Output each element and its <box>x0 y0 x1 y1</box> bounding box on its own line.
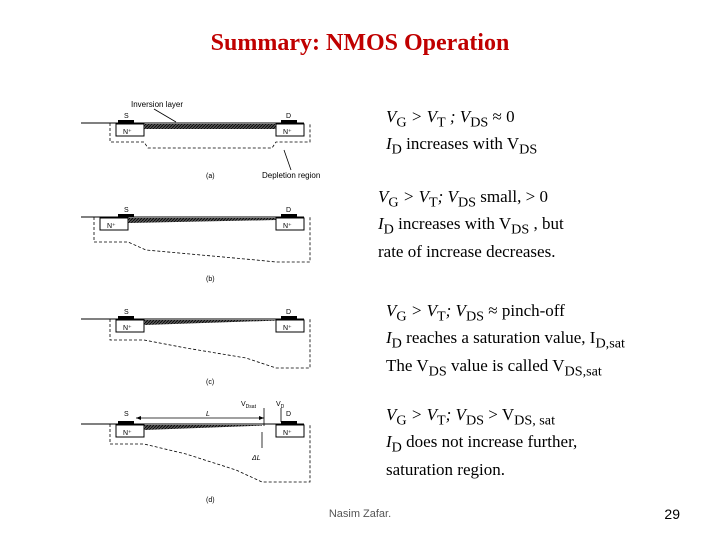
depletion-region-label: Depletion region <box>262 171 320 180</box>
drain-nplus-d <box>275 424 305 438</box>
nplus-drain-label-d: N⁺ <box>283 430 292 437</box>
drain-nplus-a <box>275 123 305 137</box>
nplus-source-label-d: N⁺ <box>123 430 132 437</box>
drain-label-b: D <box>286 207 291 214</box>
inversion-channel-d <box>144 425 262 430</box>
source-label-a: S <box>124 113 129 120</box>
nplus-drain-label-a: N⁺ <box>283 129 292 136</box>
description-c-line2: ID reaches a saturation value, ID,sat <box>386 328 625 352</box>
delta-l-label: ΔL <box>251 455 261 462</box>
source-nplus-c <box>115 319 145 333</box>
drain-nplus-c <box>275 319 305 333</box>
drain-contact-c <box>281 316 297 319</box>
nplus-drain-label-c: N⁺ <box>283 325 292 332</box>
drain-nplus-b <box>275 217 305 231</box>
source-contact-b <box>118 214 134 217</box>
description-a-line2: ID increases with VDS <box>386 134 538 158</box>
nplus-source-label-c: N⁺ <box>123 325 132 332</box>
drain-contact-a <box>281 120 297 123</box>
channel-length-arrowhead-right <box>259 416 264 420</box>
panel-label-d: (d) <box>206 497 215 504</box>
description-c: VG > VT; VDS ≈ pinch-off ID reaches a sa… <box>386 300 625 382</box>
description-a-line1: VG > VT ; VDS ≈ 0 <box>386 107 515 131</box>
vdsat-label: VDsat <box>241 401 257 410</box>
description-c-line3: The VDS value is called VDS,sat <box>386 355 602 380</box>
inversion-channel-a <box>144 124 276 129</box>
source-label-b: S <box>124 207 129 214</box>
author-footer: Nasim Zafar. <box>328 508 392 520</box>
drain-label-c: D <box>286 309 291 316</box>
drain-contact-b <box>281 214 297 217</box>
source-contact-c <box>118 316 134 319</box>
source-nplus-b <box>99 217 129 231</box>
source-nplus-d <box>115 424 145 438</box>
source-label-c: S <box>124 309 129 316</box>
panel-d: VDsat VD L S D N⁺ N⁺ ΔL (d) <box>81 401 311 504</box>
description-b: VG > VT; VDS small, > 0 ID increases wit… <box>378 186 564 262</box>
description-d-line1: VG > VT; VDS > VDS, sat <box>386 405 556 429</box>
nplus-source-label-a: N⁺ <box>123 129 132 136</box>
description-b-line1: VG > VT; VDS small, > 0 <box>378 187 548 211</box>
panel-b: S D N⁺ N⁺ (b) <box>81 207 311 283</box>
drain-label-d: D <box>286 411 291 418</box>
nmos-diagrams-svg: Inversion layer S D N⁺ N⁺ (a) Depletion … <box>81 100 320 504</box>
description-b-line2: ID increases with VDS , but <box>378 214 564 238</box>
panel-label-a: (a) <box>206 173 215 180</box>
description-b-line3: rate of increase decreases. <box>378 241 556 261</box>
page-title: Summary: NMOS Operation <box>210 30 510 56</box>
description-d: VG > VT; VDS > VDS, sat ID does not incr… <box>386 404 577 480</box>
description-d-line3: saturation region. <box>386 459 505 479</box>
panel-label-b: (b) <box>206 276 215 283</box>
depletion-region-arrow <box>283 149 292 171</box>
description-c-line1: VG > VT; VDS ≈ pinch-off <box>386 301 565 325</box>
nplus-drain-label-b: N⁺ <box>283 223 292 230</box>
vd-label: VD <box>276 401 285 410</box>
nplus-source-label-b: N⁺ <box>107 223 116 230</box>
depletion-boundary-a <box>109 123 311 149</box>
channel-length-arrowhead-left <box>136 416 141 420</box>
depletion-boundary-d <box>109 424 311 483</box>
description-d-line2: ID does not increase further, <box>386 432 578 456</box>
panel-c: S D N⁺ N⁺ (c) <box>81 309 311 386</box>
drain-label-a: D <box>286 113 291 120</box>
source-nplus-a <box>115 123 145 137</box>
inversion-channel-b <box>128 218 276 223</box>
inversion-channel-c <box>144 320 276 325</box>
panel-a: Inversion layer S D N⁺ N⁺ (a) Depletion … <box>81 100 320 180</box>
channel-length-label: L <box>206 411 210 418</box>
depletion-boundary-c <box>109 319 311 369</box>
inversion-layer-label: Inversion layer <box>131 100 183 109</box>
drain-contact-d <box>281 421 297 424</box>
nmos-cross-section-figure: Inversion layer S D N⁺ N⁺ (a) Depletion … <box>76 92 376 512</box>
page-number: 29 <box>664 506 680 522</box>
inversion-layer-arrow <box>153 108 177 123</box>
panel-label-c: (c) <box>206 379 214 386</box>
source-contact-d <box>118 421 134 424</box>
depletion-boundary-b <box>93 217 311 263</box>
source-contact-a <box>118 120 134 123</box>
description-a: VG > VT ; VDS ≈ 0 ID increases with VDS <box>386 106 537 161</box>
source-label-d: S <box>124 411 129 418</box>
